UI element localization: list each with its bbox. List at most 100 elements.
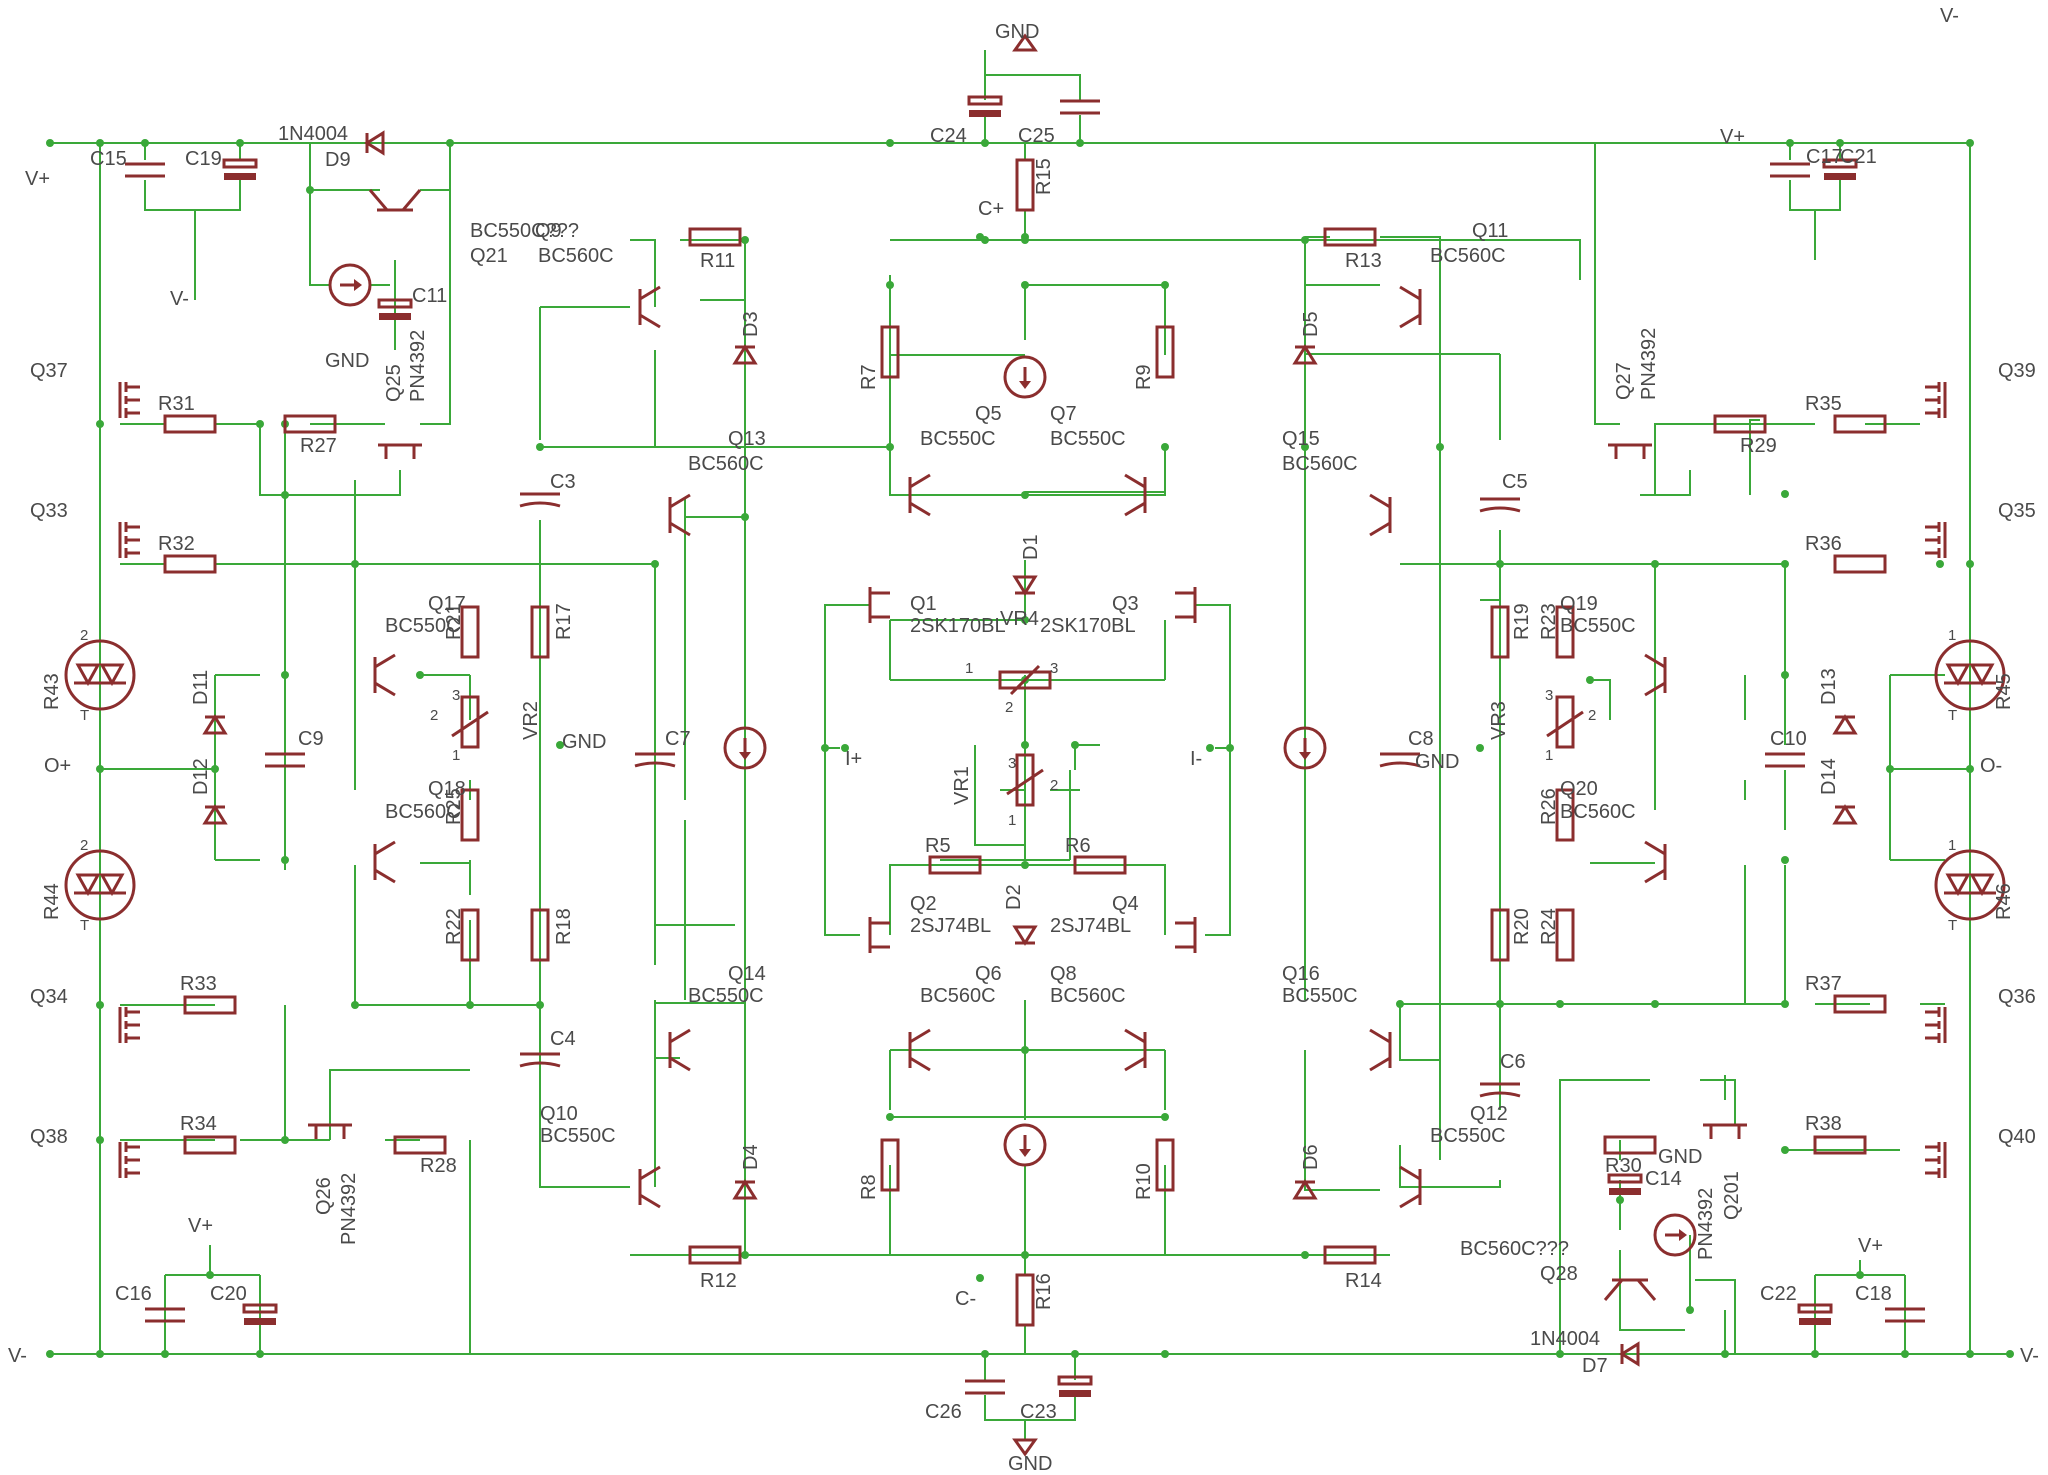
label-d9-type: 1N4004	[278, 123, 348, 145]
label-d7: D7	[1582, 1355, 1608, 1377]
label-q3: Q3	[1112, 593, 1139, 615]
label-r25: R25	[443, 788, 465, 825]
label-d11: D11	[190, 670, 212, 705]
label-r32: R32	[158, 533, 195, 555]
label-vr3-pin2: 2	[1588, 707, 1596, 724]
label-q15: Q15	[1282, 428, 1320, 450]
label-d1: D1	[1020, 534, 1042, 560]
current-source-q25	[328, 263, 372, 307]
label-c7: C7	[665, 728, 691, 750]
label-r44: R44	[41, 883, 63, 920]
label-r8: R8	[858, 1174, 880, 1200]
current-source-q6-q8	[1003, 1123, 1047, 1167]
label-r16: R16	[1033, 1273, 1055, 1310]
label-vminus-bl: V-	[8, 1345, 27, 1367]
jfet-q27	[1606, 443, 1654, 461]
label-vr2-pin3: 3	[452, 687, 460, 704]
label-r6: R6	[1065, 835, 1091, 857]
jfet-q201	[1701, 1123, 1749, 1141]
label-q20-type: BC560C	[1560, 801, 1636, 823]
label-r46-t: T	[1948, 917, 1957, 934]
label-q7-type: BC550C	[1050, 428, 1126, 450]
label-c17: C17	[1806, 146, 1843, 168]
label-r44-t: T	[80, 917, 89, 934]
label-r15: R15	[1033, 158, 1055, 195]
label-c10: C10	[1770, 728, 1807, 750]
diode-d14	[1833, 805, 1857, 825]
label-r36: R36	[1805, 533, 1842, 555]
label-r19: R19	[1511, 603, 1533, 640]
label-r5: R5	[925, 835, 951, 857]
label-vr1-pin1: 1	[1008, 812, 1016, 829]
label-c14: C14	[1645, 1168, 1682, 1190]
label-vr2-pin2: 2	[430, 707, 438, 724]
label-q1: Q1	[910, 593, 937, 615]
label-d3: D3	[740, 311, 762, 337]
label-r43-t: T	[80, 707, 89, 724]
capacitor-c5	[1478, 497, 1522, 513]
label-vr3: VR3	[1488, 701, 1510, 740]
resistor-r30	[1603, 1135, 1657, 1155]
transistor-q11	[1398, 285, 1422, 329]
label-vr2-pin1: 1	[452, 747, 460, 764]
label-q33: Q33	[30, 500, 68, 522]
capacitor-c3	[518, 492, 562, 508]
label-q18: Q18	[428, 778, 466, 800]
jfet-q1	[868, 585, 892, 625]
label-q12: Q12	[1470, 1103, 1508, 1125]
mosfet-q33	[118, 520, 142, 560]
label-r21: R21	[443, 603, 465, 640]
resistor-r11	[688, 227, 742, 247]
label-q19: Q19	[1560, 593, 1598, 615]
label-r33: R33	[180, 973, 217, 995]
label-q17-type: BC550C	[385, 615, 461, 637]
label-vr4-pin1: 1	[965, 660, 973, 677]
label-gnd-c8: GND	[1415, 751, 1459, 773]
label-q34: Q34	[30, 986, 68, 1008]
label-d4: D4	[740, 1144, 762, 1170]
label-r22: R22	[443, 908, 465, 945]
label-r18: R18	[553, 908, 575, 945]
label-r44-pin2: 2	[80, 837, 88, 854]
label-d13: D13	[1818, 668, 1840, 705]
label-c20: C20	[210, 1283, 247, 1305]
label-r10: R10	[1133, 1163, 1155, 1200]
label-q201: Q201	[1721, 1171, 1743, 1220]
label-q37: Q37	[30, 360, 68, 382]
label-vr2: VR2	[520, 701, 542, 740]
label-q21-type: BC550C???	[470, 220, 579, 242]
label-q25-type: PN4392	[407, 330, 429, 402]
label-q9-type: BC560C	[538, 245, 614, 267]
label-q9: Q9	[535, 220, 562, 242]
label-cminus: C-	[955, 1288, 976, 1310]
label-q11: Q11	[1472, 220, 1508, 242]
resistor-r15	[1015, 158, 1035, 212]
mosfet-q37	[118, 380, 142, 420]
label-c9: C9	[298, 728, 324, 750]
mosfet-q38	[118, 1140, 142, 1180]
label-gnd-top: GND	[995, 21, 1039, 43]
component-layer	[64, 34, 2006, 1456]
label-q8: Q8	[1050, 963, 1077, 985]
label-r12: R12	[700, 1270, 737, 1292]
label-r29: R29	[1740, 435, 1777, 457]
label-r17: R17	[553, 603, 575, 640]
label-r43: R43	[41, 673, 63, 710]
capacitor-c15	[123, 162, 167, 178]
label-iminus: I-	[1190, 748, 1202, 770]
label-r24: R24	[1538, 908, 1560, 945]
label-r30: R30	[1605, 1155, 1642, 1177]
label-q19-type: BC550C	[1560, 615, 1636, 637]
capacitor-c17	[1768, 162, 1812, 178]
label-r13: R13	[1345, 250, 1382, 272]
label-vr4-pin2: 2	[1005, 699, 1013, 716]
label-q2-type: 2SJ74BL	[910, 915, 991, 937]
label-vminus-l1: V-	[170, 288, 189, 310]
label-q3-type: 2SK170BL	[1040, 615, 1136, 637]
label-r45-pin1: 1	[1948, 627, 1956, 644]
capacitor-c19	[222, 158, 258, 182]
label-q26: Q26	[313, 1177, 335, 1215]
label-vr3-pin3: 3	[1545, 687, 1553, 704]
label-r46-pin1: 1	[1948, 837, 1956, 854]
